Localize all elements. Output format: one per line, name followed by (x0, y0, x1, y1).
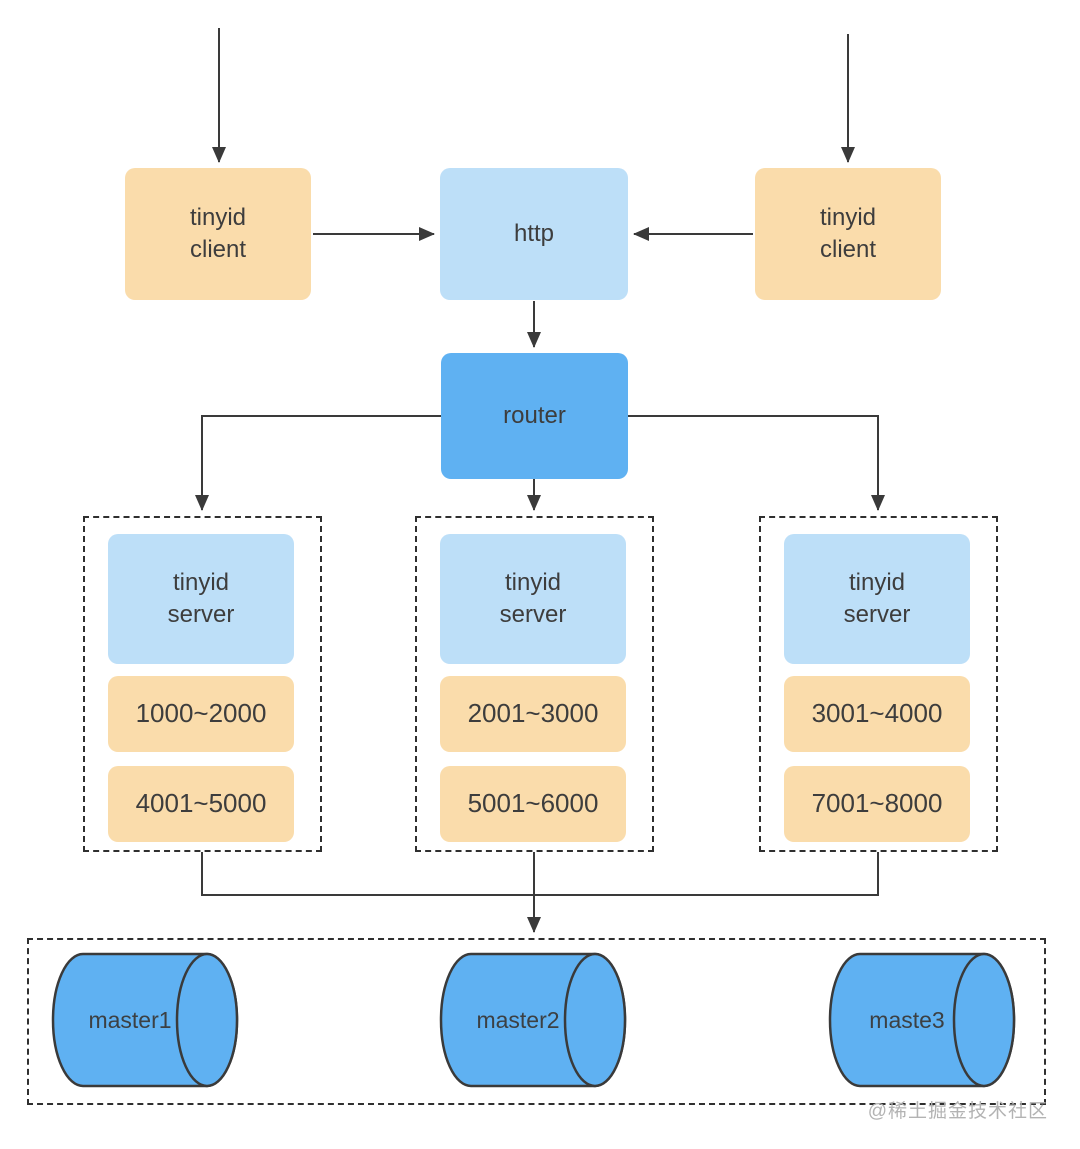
id-range-label: 3001~4000 (811, 698, 943, 729)
node-label: tinyid server (167, 568, 235, 628)
id-range-box: 3001~4000 (784, 676, 970, 752)
node-http: http (440, 168, 628, 300)
id-range-label: 5001~6000 (467, 788, 599, 819)
db-label: master2 (476, 1006, 560, 1033)
node-label: router (503, 401, 566, 429)
id-range-label: 1000~2000 (135, 698, 267, 729)
node-label: tinyid server (499, 568, 567, 628)
node-label: tinyid server (843, 568, 911, 628)
id-range-box: 2001~3000 (440, 676, 626, 752)
arrow-router-to-group3 (628, 415, 885, 511)
server-group-2: tinyid server 2001~3000 5001~6000 (415, 516, 654, 852)
database-cylinder-icon (439, 952, 627, 1088)
node-tinyid-client-right: tinyid client (755, 168, 941, 300)
db-cylinder-master1: master1 (51, 950, 241, 1090)
id-range-label: 7001~8000 (811, 788, 943, 819)
arrow-router-to-group1 (195, 415, 441, 511)
node-label: tinyid client (819, 203, 877, 263)
node-label: tinyid client (189, 203, 247, 263)
db-label: master1 (88, 1006, 172, 1033)
id-range-box: 1000~2000 (108, 676, 294, 752)
masters-db-container (27, 938, 1046, 1105)
node-router: router (441, 353, 628, 479)
server-group-1: tinyid server 1000~2000 4001~5000 (83, 516, 322, 852)
database-cylinder-icon (828, 952, 1016, 1088)
node-tinyid-server-2: tinyid server (440, 534, 626, 664)
id-range-box: 4001~5000 (108, 766, 294, 842)
db-cylinder-maste3: maste3 (828, 950, 1018, 1090)
node-label: http (513, 219, 555, 247)
database-cylinder-icon (51, 952, 239, 1088)
node-tinyid-client-left: tinyid client (125, 168, 311, 300)
db-cylinder-master2: master2 (439, 950, 629, 1090)
id-range-label: 2001~3000 (467, 698, 599, 729)
server-group-3: tinyid server 3001~4000 7001~8000 (759, 516, 998, 852)
watermark-text: @稀土掘金技术社区 (867, 1101, 1048, 1122)
id-range-label: 4001~5000 (135, 788, 267, 819)
db-label: maste3 (869, 1006, 945, 1033)
node-tinyid-server-1: tinyid server (108, 534, 294, 664)
id-range-box: 5001~6000 (440, 766, 626, 842)
node-tinyid-server-3: tinyid server (784, 534, 970, 664)
id-range-box: 7001~8000 (784, 766, 970, 842)
